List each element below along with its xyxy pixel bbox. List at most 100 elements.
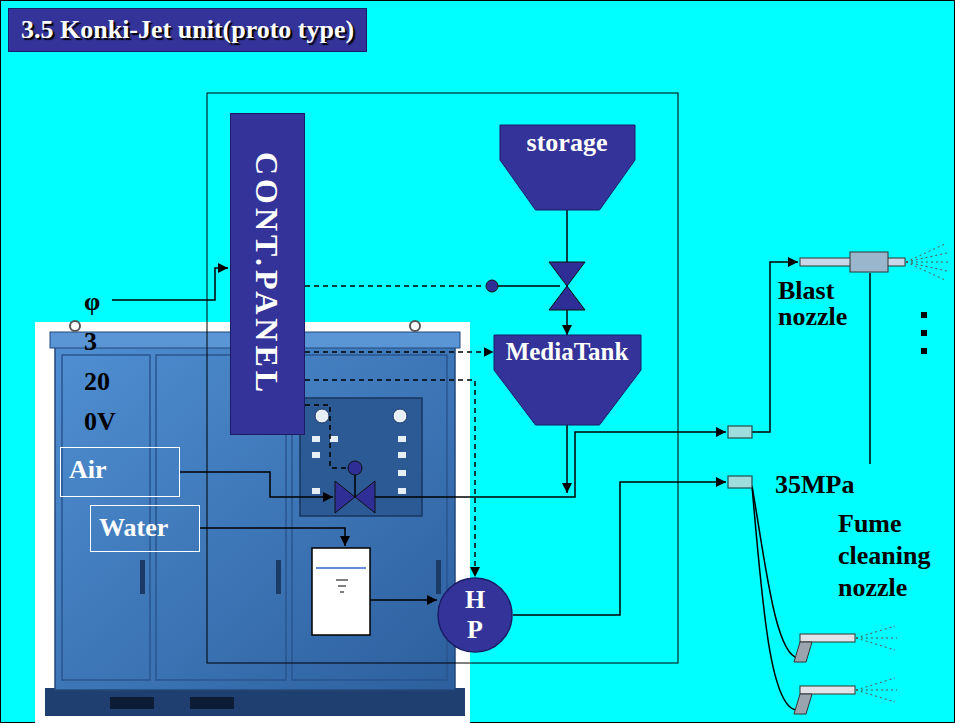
diagram-graphic [800, 634, 855, 642]
diagram-graphic [393, 409, 407, 423]
diagram-graphic [436, 560, 441, 594]
diagram-graphic [752, 486, 798, 658]
diagram-graphic [190, 697, 234, 709]
inlet-label: Air [69, 454, 107, 485]
diagram-graphic [398, 470, 406, 476]
diagram-graphic [140, 560, 145, 594]
diagram-graphic [45, 688, 465, 716]
diagram-graphic [336, 580, 348, 581]
pump-label: H P [461, 585, 489, 645]
diagram-graphic [70, 321, 80, 331]
pressure-label: 35MPa [775, 470, 854, 500]
diagram-graphic [794, 642, 812, 662]
pump-circle: H P [437, 577, 513, 653]
diagram-graphic [305, 405, 346, 468]
diagram-graphic [921, 312, 927, 318]
hopper-shape [494, 335, 641, 425]
inlet-label: Water [99, 512, 168, 543]
nozzle-label-box: Fume cleaning nozzle [838, 508, 950, 604]
diagram-graphic [200, 528, 345, 546]
diagram-graphic [370, 599, 437, 601]
diagram-graphic [856, 638, 895, 650]
diagram-graphic [112, 268, 228, 300]
tank-label: MediaTank [506, 338, 629, 367]
panel-label: CONT.PANEL [252, 152, 284, 396]
diagram-graphic [728, 476, 752, 488]
diagram-graphic [315, 409, 329, 423]
diagram-graphic [312, 488, 320, 494]
diagram-graphic [921, 330, 927, 336]
diagram-graphic [312, 548, 370, 635]
water-tank [312, 548, 370, 635]
diagram-graphic [340, 592, 344, 593]
diagram-graphic [292, 355, 447, 680]
unit-boundary [207, 93, 678, 663]
diagram-graphic [906, 262, 945, 280]
diagram-graphic [180, 472, 333, 497]
diagram-graphic [398, 488, 406, 494]
inlet-box: Air [60, 447, 180, 497]
diagram-graphic [752, 486, 798, 710]
control-signal-line [305, 351, 494, 353]
pressure-label-box: 35MPa [775, 470, 854, 500]
diagram-graphic [354, 475, 356, 497]
hose-fittings [728, 426, 752, 488]
media-tank: MediaTank [494, 335, 641, 425]
diagram-graphic [856, 626, 897, 650]
diagram-graphic [906, 253, 947, 262]
flow-lines [112, 262, 870, 710]
diagram-graphic [856, 690, 897, 691]
diagram-graphic [856, 678, 897, 702]
nozzle-label: Fume cleaning nozzle [838, 508, 950, 604]
inlet-box: Water [90, 505, 200, 552]
nozzle-label: Blast nozzle [778, 278, 870, 330]
diagram-graphic [338, 586, 346, 587]
storage-hopper: storage [500, 125, 635, 210]
diagram-graphic [276, 560, 281, 594]
diagram-graphic [921, 348, 927, 354]
diagram-graphic [312, 436, 320, 442]
control-lines [305, 286, 484, 468]
diagram-graphic [856, 638, 897, 639]
diagram-graphic [513, 482, 726, 615]
diagram-graphic [856, 626, 895, 638]
diagram-graphic [355, 481, 375, 513]
power-supply-label: φ 3 20 0V [84, 282, 124, 442]
diagram-graphic [486, 280, 498, 292]
diagram-graphic [330, 436, 338, 442]
diagram-graphic [794, 694, 812, 714]
diagram-graphic [410, 321, 420, 331]
diagram-graphic [850, 252, 888, 272]
diagram-graphic [498, 285, 560, 287]
diagram-graphic [316, 567, 366, 569]
diagram-graphic [300, 398, 422, 516]
control-panel-bar: CONT.PANEL [230, 113, 305, 435]
diagram-graphic [800, 686, 855, 694]
control-signal-line [305, 380, 475, 577]
diagram-graphic [398, 452, 406, 458]
title-banner: 3.5 Konki-Jet unit(proto type) [8, 8, 367, 52]
diagram-graphic [566, 425, 568, 493]
diagram-graphic [305, 285, 484, 287]
diagram-graphic [398, 436, 406, 442]
diagram-graphic [856, 678, 895, 690]
power-supply-label-box: φ 3 20 0V [84, 282, 124, 442]
diagram-graphic [856, 690, 895, 702]
pump-shape [438, 578, 512, 652]
diagram-graphic [906, 244, 945, 262]
diagram-graphic [906, 244, 948, 280]
slide-title: 3.5 Konki-Jet unit(proto type) [21, 15, 354, 45]
hopper-label: storage [527, 128, 608, 158]
diagram-graphic [906, 262, 948, 263]
diagram-graphic [110, 697, 154, 709]
nozzle-label-box: Blast nozzle [778, 278, 870, 330]
diagram-graphic [549, 262, 585, 286]
diagram-graphic [906, 262, 947, 271]
diagram-graphic [375, 432, 726, 497]
diagram-graphic [549, 286, 585, 310]
media-valve-symbol [486, 262, 585, 310]
air-valve-symbol [335, 461, 375, 513]
diagram-graphic [312, 452, 320, 458]
diagram-graphic [869, 273, 871, 464]
